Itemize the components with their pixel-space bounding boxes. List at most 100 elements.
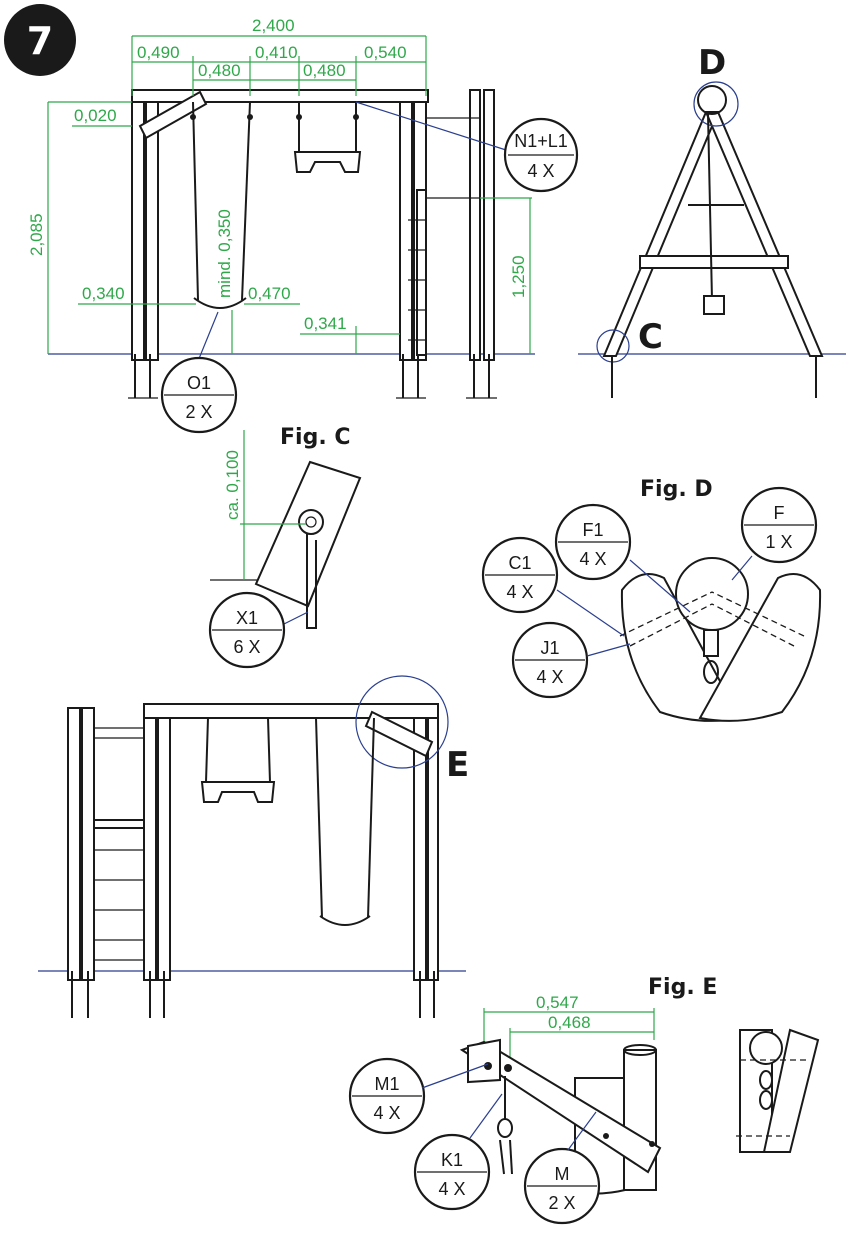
dim-0490: 0,490: [137, 43, 180, 62]
dim-0468: 0,468: [548, 1013, 591, 1032]
diagonal-brace: [138, 90, 208, 140]
swing-rope: [499, 1139, 505, 1175]
detail-ring-d: [693, 81, 739, 127]
callout-m1: M1 4 X: [348, 1057, 426, 1135]
fig-c: Fig. C ca. 0,100 X1 6 X: [208, 425, 362, 669]
callout-qty: 1 X: [765, 532, 792, 552]
seat-swing: [200, 717, 276, 803]
belt-swing: [315, 717, 375, 926]
detail-label-d: D: [698, 43, 726, 83]
callout-x1: X1 6 X: [208, 591, 286, 669]
top-beam: [143, 703, 439, 719]
bolt-dashed: [619, 591, 713, 637]
bolt-dashed: [629, 603, 713, 647]
beam-section: [675, 557, 749, 631]
step-number: 7: [27, 19, 53, 63]
post: [143, 707, 157, 981]
swing-rope: [707, 113, 713, 301]
leg-section-right: [698, 573, 822, 722]
callout-qty: 4 X: [527, 161, 554, 181]
leader-line: [567, 1111, 597, 1151]
dimension-lines: [47, 35, 532, 354]
dim-height-2085: 2,085: [27, 213, 46, 256]
callout-n1-l1: N1+L1 4 X: [503, 117, 579, 193]
ground-anchors: [71, 971, 435, 1018]
leader-line: [421, 1063, 489, 1089]
callout-qty: 4 X: [438, 1179, 465, 1199]
cross-beam: [639, 255, 789, 269]
leg-section-left: [620, 573, 742, 722]
seat-swing: [293, 102, 362, 173]
top-beam-end: [697, 85, 727, 115]
callout-id: N1+L1: [514, 131, 568, 151]
leader-line: [586, 643, 631, 657]
callout-qty: 4 X: [579, 549, 606, 569]
bolt-dashed: [711, 603, 795, 647]
fig-e: Fig. E 0,547 0,468 M1 4 X K1 4 X: [348, 975, 820, 1225]
fig-e-title: Fig. E: [648, 975, 717, 1000]
callout-j1: J1 4 X: [511, 621, 589, 699]
callout-qty: 6 X: [233, 637, 260, 657]
dim-0540: 0,540: [364, 43, 407, 62]
rear-view: E: [38, 675, 469, 1018]
chain-link: [759, 1090, 773, 1110]
leader-line: [731, 555, 753, 581]
top-beam: [131, 89, 429, 103]
post: [483, 89, 495, 361]
callout-o1: O1 2 X: [160, 356, 238, 434]
hook-eye: [298, 509, 324, 535]
callout-id: F: [774, 503, 785, 523]
bolt-dashed: [711, 591, 805, 637]
dim-0470: 0,470: [248, 284, 291, 303]
belt-swing: [190, 101, 253, 309]
dim-min-0350: mind. 0,350: [215, 209, 234, 298]
ladder: [93, 819, 145, 961]
diagonal-brace: [364, 710, 434, 758]
dim-ca-0100: ca. 0,100: [223, 450, 242, 520]
dim-0480-a: 0,480: [198, 61, 241, 80]
fig-c-title: Fig. C: [280, 425, 350, 450]
callout-m: M 2 X: [523, 1147, 601, 1225]
callout-id: J1: [540, 638, 559, 658]
post: [399, 89, 413, 361]
callout-id: F1: [582, 520, 603, 540]
callout-qty: 2 X: [185, 402, 212, 422]
front-view: 2,400 0,490 0,410 0,540 0,480 0,480 0,02…: [27, 16, 579, 434]
dim-0410: 0,410: [255, 43, 298, 62]
leader-line: [469, 1093, 503, 1139]
callout-qty: 4 X: [536, 667, 563, 687]
leader-line: [556, 589, 625, 637]
detail-ring-e: [355, 675, 449, 769]
beam-section: [749, 1031, 783, 1065]
callout-qty: 4 X: [506, 582, 533, 602]
leader-line: [629, 559, 691, 613]
post: [81, 707, 95, 981]
swing-seat: [293, 151, 362, 173]
callout-qty: 4 X: [373, 1103, 400, 1123]
step-badge: 7: [4, 4, 76, 76]
callout-f1: F1 4 X: [554, 503, 632, 581]
callout-id: M: [555, 1164, 570, 1184]
post-section: [623, 1049, 657, 1191]
swing-seat: [703, 295, 725, 315]
post: [469, 89, 481, 361]
leader-line: [355, 101, 507, 151]
detail-label-c: C: [638, 317, 663, 357]
top-beam-end: [467, 1038, 501, 1084]
swing-hanger: [703, 629, 719, 657]
dim-0341: 0,341: [304, 314, 347, 333]
dim-0480-b: 0,480: [303, 61, 346, 80]
ladder: [408, 189, 427, 356]
ground-hook: [306, 533, 317, 629]
callout-f: F 1 X: [740, 486, 818, 564]
callout-k1: K1 4 X: [413, 1133, 491, 1211]
fig-d-title: Fig. D: [640, 477, 713, 502]
dim-total-width: 2,400: [252, 16, 295, 35]
dim-0020: 0,020: [74, 106, 117, 125]
callout-id: X1: [236, 608, 258, 628]
side-view: D C: [578, 43, 846, 398]
callout-qty: 2 X: [548, 1193, 575, 1213]
dim-0547: 0,547: [536, 993, 579, 1012]
fig-d: Fig. D F1 4 X F 1 X C1 4 X: [481, 477, 822, 722]
